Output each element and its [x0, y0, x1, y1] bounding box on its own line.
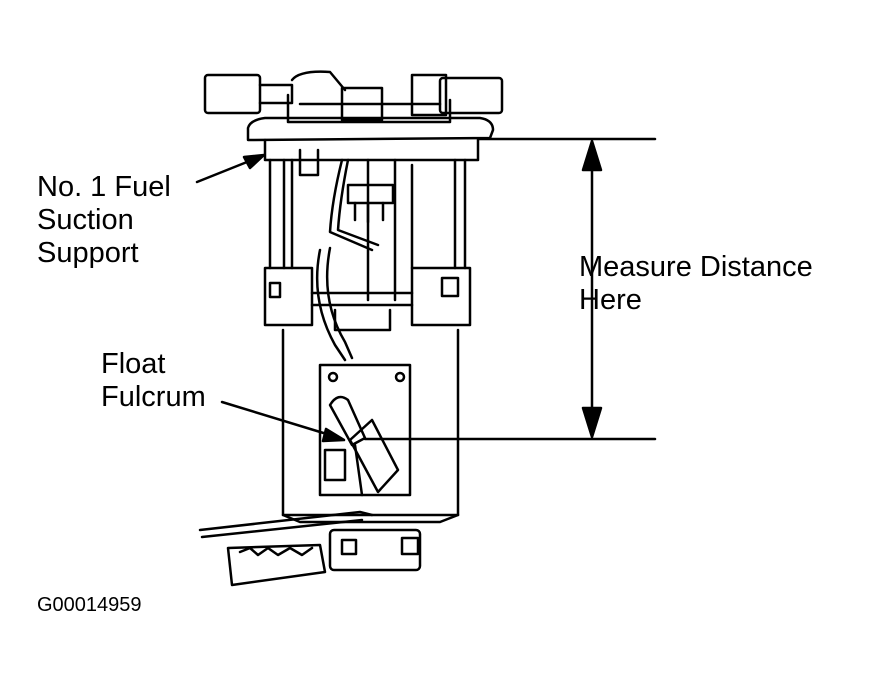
measurement-extension-lines	[363, 137, 657, 441]
suction-support-frame	[263, 148, 472, 332]
suction-support-leader-arrow	[195, 153, 266, 184]
top-connectors	[203, 70, 504, 124]
measure-label-line-1: Measure Distance	[579, 251, 813, 283]
internal-wiring	[315, 158, 395, 362]
figure-code: G00014959	[37, 594, 142, 616]
bottom-strainer	[226, 528, 422, 587]
measure-label-line-2: Here	[579, 284, 642, 316]
float-fulcrum-leader-arrow	[220, 400, 346, 443]
float-label-line-1: Float	[101, 348, 166, 380]
float-label-line-2: Fulcrum	[101, 381, 206, 413]
float-fulcrum-label: Float Fulcrum	[101, 348, 206, 414]
float-arm-wire	[198, 510, 374, 539]
top-flange	[246, 116, 495, 162]
float-fulcrum-bracket	[318, 363, 412, 497]
pump-body	[281, 328, 460, 524]
suction-support-label-line-2: Suction	[37, 204, 134, 236]
measurement-arrow	[581, 139, 603, 439]
suction-support-label: No. 1 Fuel Suction Support	[37, 171, 171, 270]
measure-distance-label: Measure Distance Here	[579, 251, 813, 317]
suction-support-label-line-3: Support	[37, 237, 139, 269]
suction-support-label-line-1: No. 1 Fuel	[37, 171, 171, 203]
